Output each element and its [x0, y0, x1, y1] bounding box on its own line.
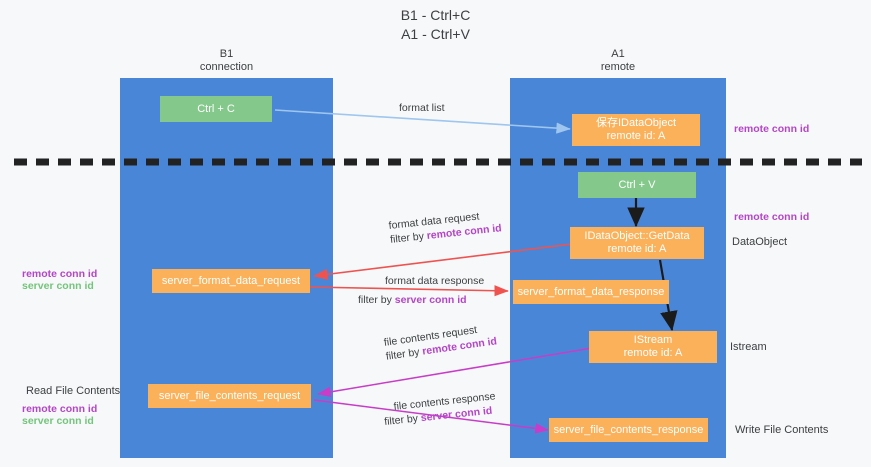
- node-istream-line1: IStream: [633, 334, 673, 346]
- node-getdata-line1: IDataObject::GetData: [584, 230, 690, 242]
- annotation-left-server-conn-id: server conn id: [22, 280, 94, 292]
- edge-label-fdresp-filter-by: filter by: [358, 294, 392, 306]
- annotation-dataobject: DataObject: [732, 236, 788, 248]
- diagram-title: B1 - Ctrl+C A1 - Ctrl+V: [0, 6, 871, 44]
- node-server-file-contents-response-label: server_file_contents_response: [553, 423, 704, 436]
- column-left-role: connection: [199, 61, 254, 73]
- column-right-name: A1: [611, 48, 625, 60]
- column-right-role: remote: [600, 61, 636, 73]
- column-header-right: A1 remote: [510, 48, 726, 74]
- node-server-format-data-response-label: server_format_data_response: [517, 285, 665, 298]
- node-ctrl-v-label: Ctrl + V: [618, 178, 656, 191]
- node-ctrl-c-label: Ctrl + C: [197, 102, 235, 115]
- node-getdata-line2: remote id: A: [607, 243, 667, 255]
- edge-label-file-contents-response: file contents response filter by server …: [384, 389, 498, 428]
- node-save-idataobject-line2: remote id: A: [606, 130, 666, 142]
- annotation-remote-conn-id-mid: remote conn id: [734, 211, 810, 223]
- node-idataobject-getdata[interactable]: IDataObject::GetData remote id: A: [570, 227, 704, 259]
- node-server-file-contents-response[interactable]: server_file_contents_response: [549, 418, 708, 442]
- column-header-left: B1 connection: [120, 48, 333, 74]
- node-ctrl-c[interactable]: Ctrl + C: [160, 96, 272, 122]
- node-server-file-contents-request-label: server_file_contents_request: [158, 389, 301, 402]
- node-server-file-contents-request[interactable]: server_file_contents_request: [148, 384, 311, 408]
- edge-label-fdreq-filter-by: filter by: [389, 230, 425, 246]
- annotation-write-file-contents: Write File Contents: [735, 424, 829, 436]
- annotation-remote-conn-id-top: remote conn id: [734, 123, 810, 135]
- node-server-format-data-request-label: server_format_data_request: [161, 274, 301, 287]
- edge-label-fdresp-server-conn-id: server conn id: [394, 294, 467, 306]
- annotation-left-remote-conn-id-2: remote conn id: [22, 403, 98, 415]
- node-save-idataobject[interactable]: 保存IDataObject remote id: A: [572, 114, 700, 146]
- edge-label-format-data-response-text: format data response: [385, 275, 485, 287]
- edge-label-format-data-request: format data request filter by remote con…: [388, 207, 502, 247]
- annotation-left-remote-conn-id: remote conn id: [22, 268, 98, 280]
- edge-label-format-list-text: format list: [399, 102, 445, 114]
- node-ctrl-v[interactable]: Ctrl + V: [578, 172, 696, 198]
- edge-label-fcreq-filter-by: filter by: [385, 346, 421, 363]
- annotation-read-file-contents: Read File Contents: [26, 385, 121, 397]
- edge-label-format-data-response: format data response filter by server co…: [358, 274, 485, 307]
- edge-label-file-contents-request: file contents request filter by remote c…: [383, 320, 498, 363]
- node-server-format-data-request[interactable]: server_format_data_request: [152, 269, 310, 293]
- node-save-idataobject-line1: 保存IDataObject: [595, 117, 677, 129]
- annotation-left-server-conn-id-2: server conn id: [22, 415, 94, 427]
- node-istream[interactable]: IStream remote id: A: [589, 331, 717, 363]
- title-line-1: B1 - Ctrl+C: [400, 7, 471, 23]
- edge-label-fcresp-filter-by: filter by: [383, 412, 419, 429]
- node-istream-line2: remote id: A: [623, 347, 683, 359]
- title-line-2: A1 - Ctrl+V: [401, 26, 470, 42]
- column-left-name: B1: [219, 48, 234, 60]
- node-server-format-data-response[interactable]: server_format_data_response: [513, 280, 669, 304]
- edge-label-format-list: format list: [399, 101, 445, 115]
- annotation-istream: Istream: [730, 341, 767, 353]
